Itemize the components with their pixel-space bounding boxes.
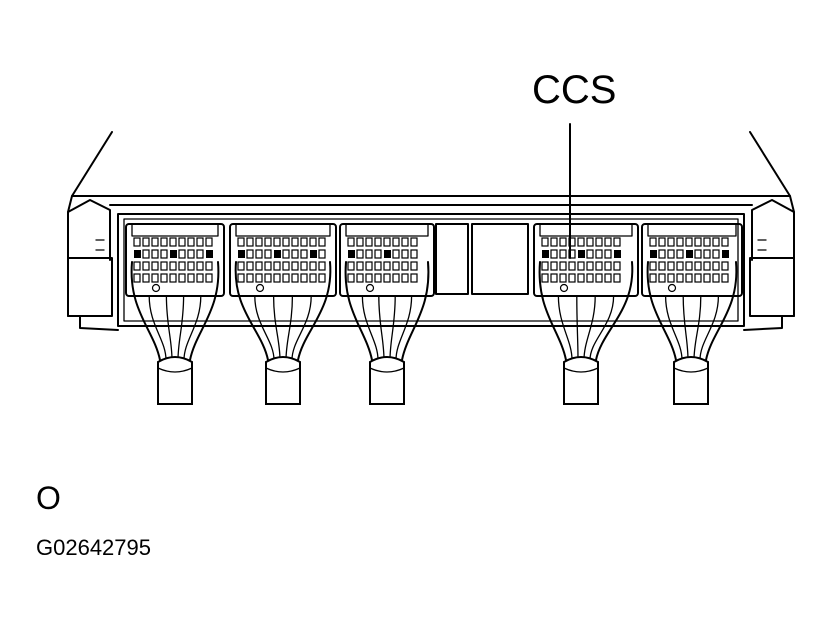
connector-3 xyxy=(339,223,435,405)
connector-1 xyxy=(125,223,225,405)
connector-5 xyxy=(641,223,743,405)
connectors xyxy=(125,223,743,405)
connector-4 xyxy=(533,223,639,405)
figure-id-label: G02642795 xyxy=(36,535,151,560)
ecu-housing xyxy=(67,131,795,331)
center-sockets xyxy=(435,223,529,295)
connector-2 xyxy=(229,223,337,405)
marker-label: O xyxy=(36,480,61,516)
ccs-callout-label: CCS xyxy=(532,68,617,112)
